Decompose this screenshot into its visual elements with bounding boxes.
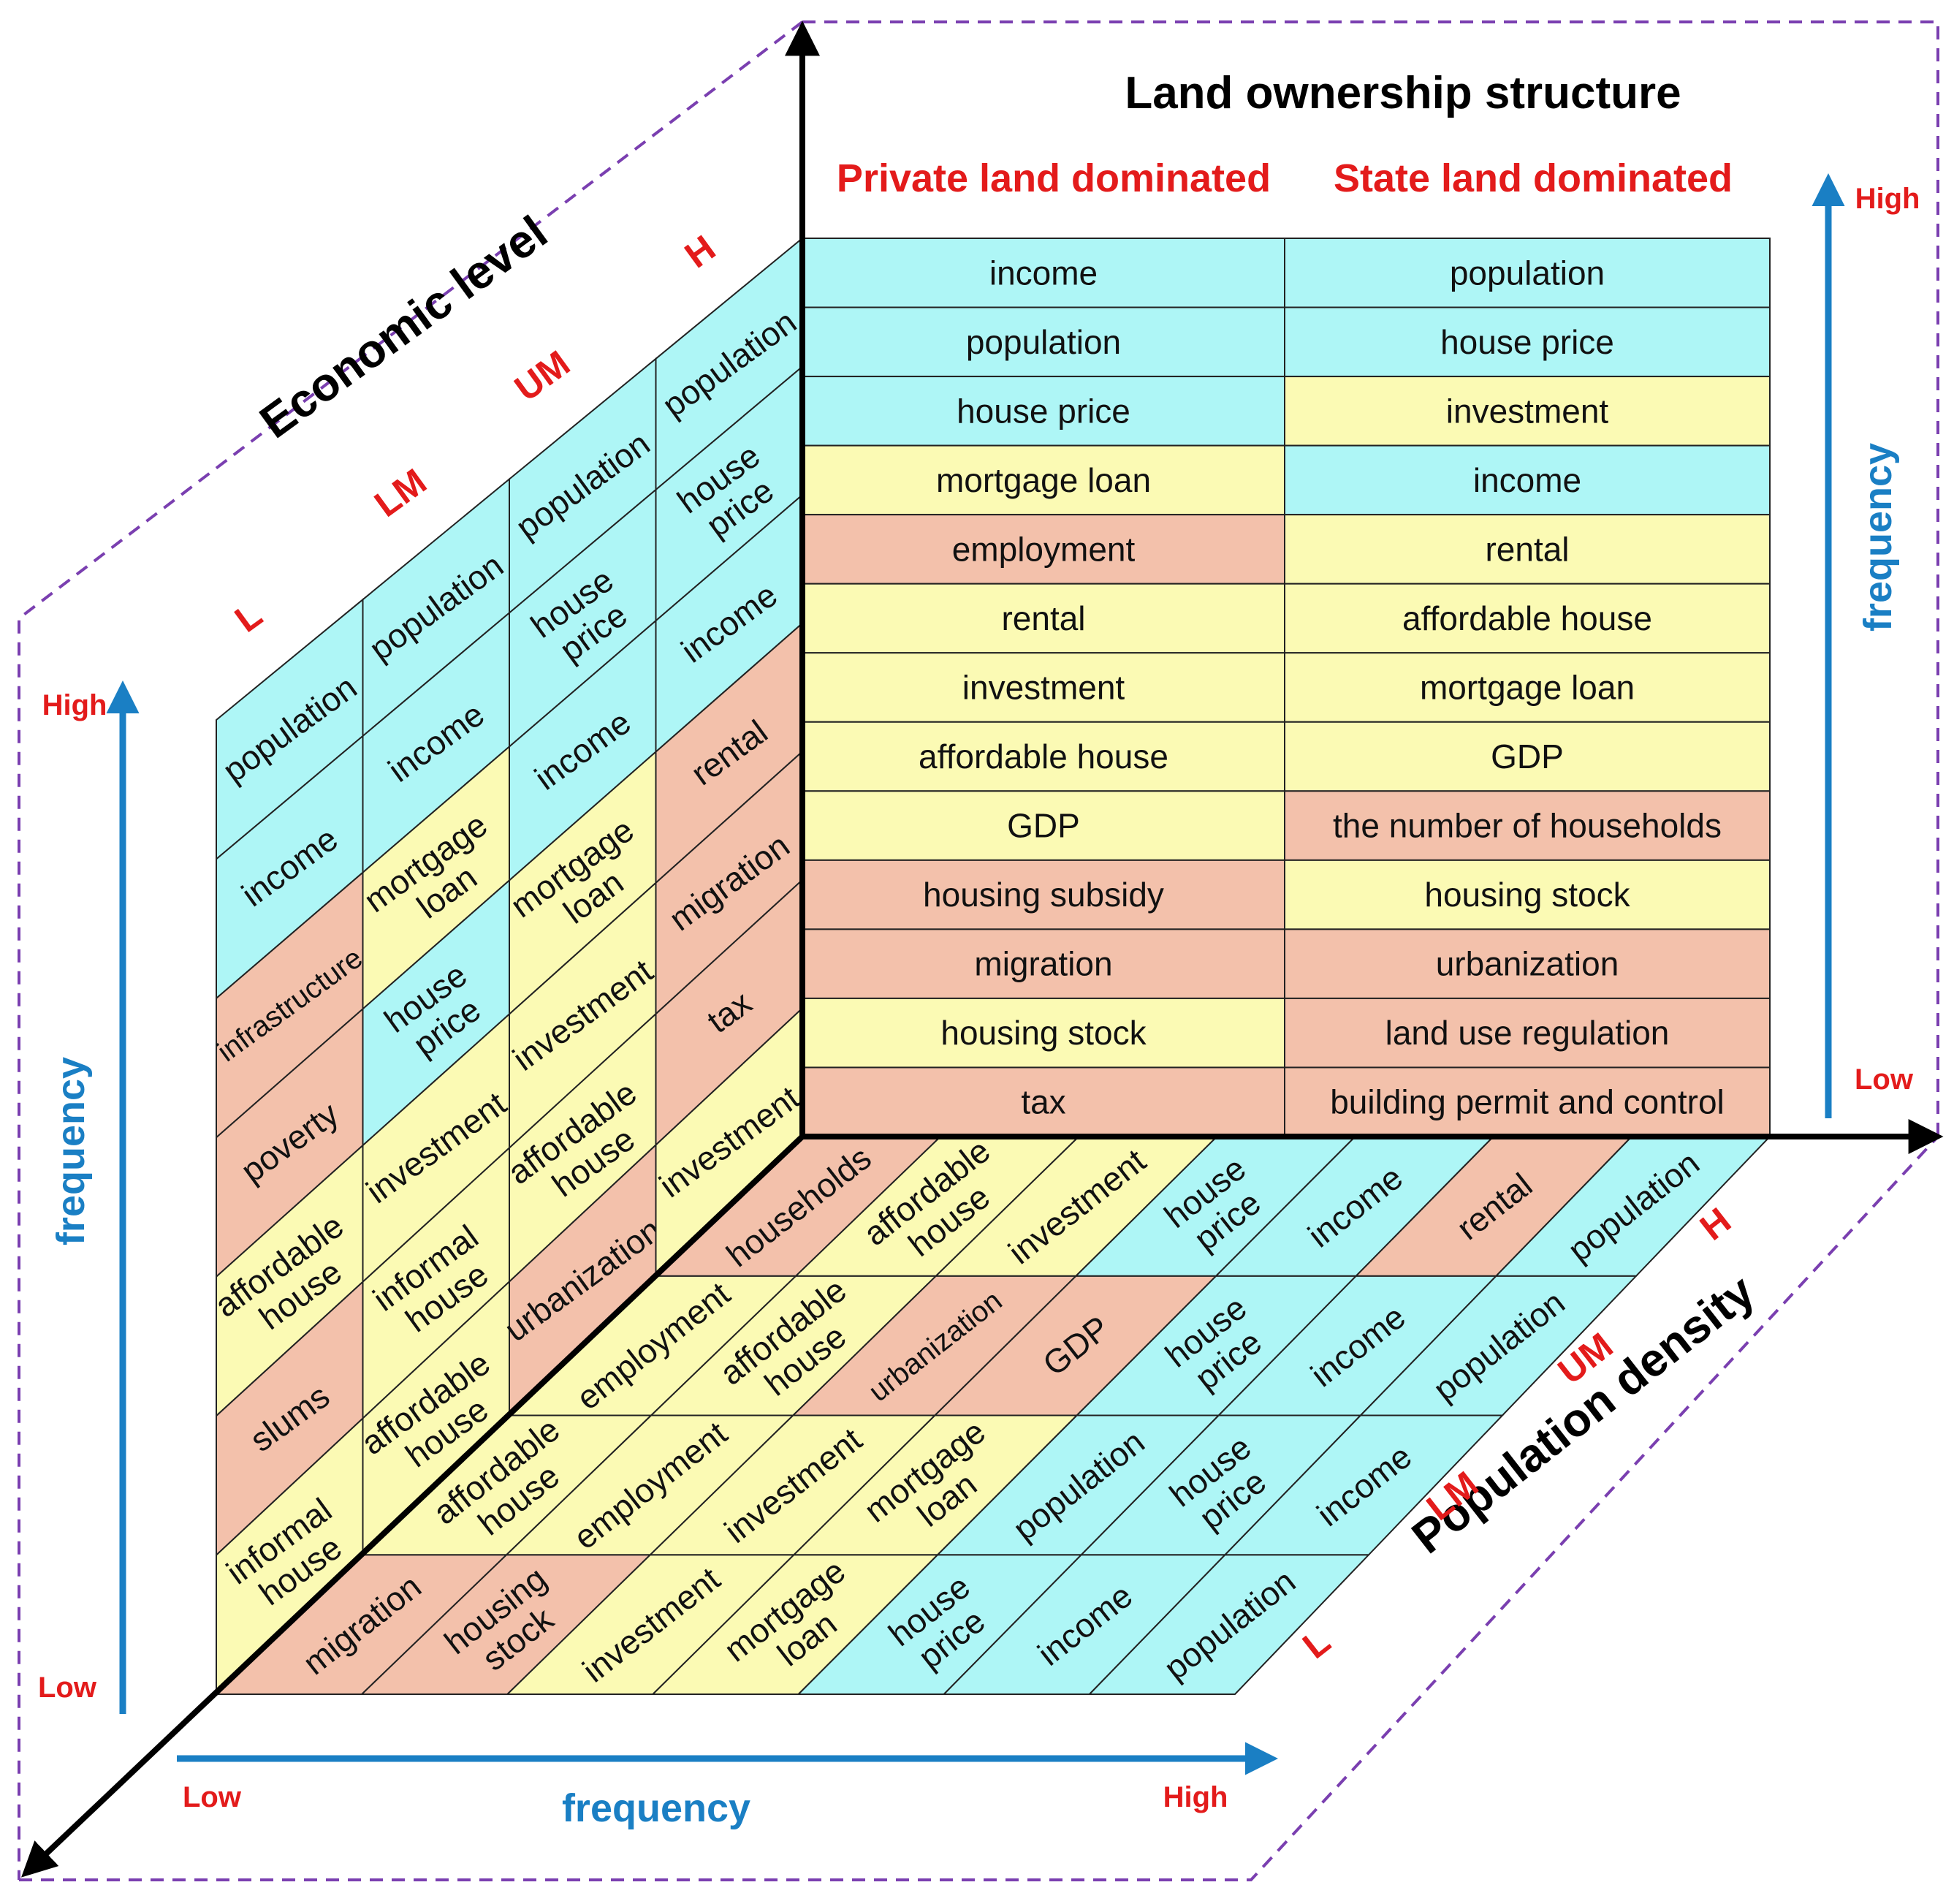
bottom-low-label: Low xyxy=(183,1781,242,1813)
right-cell xyxy=(1284,238,1771,308)
economic-level-UM: UM xyxy=(507,343,577,409)
economic-level-face: populationincomeinfrastructurepovertyaff… xyxy=(208,236,806,1696)
right-cell-label: migration xyxy=(974,945,1112,983)
left-dashed-outline xyxy=(18,20,804,1880)
right-cell xyxy=(1284,376,1771,447)
left-frequency-label: frequency xyxy=(49,1057,93,1245)
economic-level-L: L xyxy=(227,594,270,640)
right-cell xyxy=(1284,583,1771,654)
right-cell-label: GDP xyxy=(1007,807,1080,845)
right-cell-label: affordable house xyxy=(1402,599,1652,637)
right-cell-label: land use regulation xyxy=(1385,1014,1670,1052)
right-cell-label: building permit and control xyxy=(1330,1083,1725,1121)
right-cell xyxy=(802,514,1285,585)
economic-level-title: Economic level xyxy=(250,205,556,448)
right-cell-label: population xyxy=(1450,254,1605,292)
right-cell xyxy=(1284,444,1771,516)
right-cell-label: population xyxy=(966,323,1121,361)
right-cell xyxy=(1284,652,1771,723)
axes-and-frame xyxy=(18,20,1944,1881)
bottom-frequency-label: frequency xyxy=(562,1786,750,1830)
right-cell xyxy=(1284,514,1771,585)
left-low-label: Low xyxy=(38,1672,97,1704)
right-cell xyxy=(802,306,1285,378)
land-ownership-title: Land ownership structure xyxy=(1125,68,1681,118)
depth-axis xyxy=(21,1134,805,1878)
right-cell-label: income xyxy=(989,254,1098,292)
right-cell-label: house price xyxy=(957,392,1130,430)
right-cell xyxy=(802,790,1285,861)
right-cell xyxy=(802,583,1285,654)
right-cell-label: mortgage loan xyxy=(1420,669,1635,707)
state-land-header: State land dominated xyxy=(1334,156,1733,200)
right-cell xyxy=(1284,928,1771,999)
right-cell-label: employment xyxy=(952,530,1136,568)
right-cell-label: tax xyxy=(1021,1083,1065,1121)
right-frequency-label: frequency xyxy=(1856,443,1900,631)
right-cell-label: rental xyxy=(1001,599,1085,637)
right-cell xyxy=(1284,1066,1771,1138)
right-cell-label: rental xyxy=(1485,530,1569,568)
right-cell-label: investment xyxy=(1446,392,1609,430)
right-cell-label: housing subsidy xyxy=(923,876,1164,914)
economic-level-H: H xyxy=(677,227,723,276)
bottom-high-label: High xyxy=(1163,1781,1228,1813)
right-dashed-outline xyxy=(802,20,1939,1137)
economic-level-LM: LM xyxy=(367,460,433,525)
right-cell-label: income xyxy=(1473,461,1581,499)
right-cell-label: affordable house xyxy=(919,737,1168,775)
right-cell-label: GDP xyxy=(1491,737,1564,775)
population-density-L: L xyxy=(1295,1620,1338,1666)
right-cell-label: urbanization xyxy=(1436,945,1619,983)
right-cell-label: housing stock xyxy=(940,1014,1147,1052)
right-cell xyxy=(1284,859,1771,930)
right-cell-label: the number of households xyxy=(1333,807,1722,845)
right-cell xyxy=(1284,997,1771,1069)
private-land-header: Private land dominated xyxy=(837,156,1271,200)
right-cell-label: house price xyxy=(1440,323,1614,361)
right-low-label: Low xyxy=(1855,1063,1914,1096)
right-cell xyxy=(1284,790,1771,861)
floor-dashed-outline xyxy=(19,1135,1939,1881)
right-cell xyxy=(802,444,1285,516)
right-high-label: High xyxy=(1855,183,1920,215)
right-cell-label: investment xyxy=(962,669,1125,707)
land-ownership-face: income population house price mortgage loan… xyxy=(802,238,1771,1138)
right-cell-label: mortgage loan xyxy=(936,461,1151,499)
right-cell-label: housing stock xyxy=(1424,876,1630,914)
floor-cell-label: houseprice xyxy=(881,1567,999,1682)
left-high-label: High xyxy=(42,689,107,721)
